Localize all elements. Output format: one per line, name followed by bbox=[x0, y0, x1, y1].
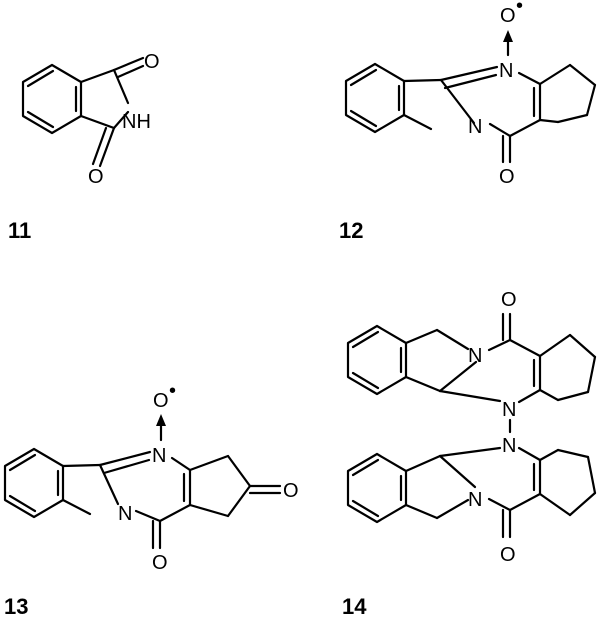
compound-label-11: 11 bbox=[8, 218, 31, 243]
atom-n-oxide: N bbox=[152, 445, 166, 467]
atom-n-bridge: N bbox=[468, 116, 482, 138]
lower-atom-n-link: N bbox=[502, 435, 516, 457]
radical-dot: • bbox=[169, 380, 176, 402]
benzene-ring bbox=[21, 63, 83, 135]
structure-13: O • N N O O bbox=[3, 380, 299, 574]
imide-ring bbox=[79, 56, 145, 168]
atom-o-ketone: O bbox=[283, 480, 299, 502]
radical-dot: • bbox=[516, 0, 523, 17]
upper-atom-n-bridge: N bbox=[468, 345, 482, 367]
lower-fused-rings bbox=[404, 446, 597, 539]
upper-atom-o-carbonyl: O bbox=[501, 289, 517, 311]
atom-o-bottom: O bbox=[88, 166, 104, 188]
upper-fused-rings bbox=[404, 312, 597, 404]
atom-n-bridge: N bbox=[118, 503, 132, 525]
atom-o-oxide: O bbox=[153, 390, 169, 412]
atom-n-oxide: N bbox=[499, 60, 513, 82]
fused-ring-skeleton bbox=[61, 414, 282, 550]
structure-11: O NH O bbox=[21, 51, 160, 188]
compound-label-14: 14 bbox=[342, 594, 367, 619]
benzene-ring bbox=[344, 62, 406, 134]
structure-12: O • N N O bbox=[344, 0, 597, 188]
lower-benzene-ring bbox=[346, 452, 408, 524]
atom-nh: NH bbox=[122, 111, 151, 133]
atom-o-carbonyl: O bbox=[499, 166, 515, 188]
atom-o-top: O bbox=[144, 51, 160, 73]
atom-o-carbonyl: O bbox=[152, 552, 168, 574]
atom-o-oxide: O bbox=[500, 5, 516, 27]
fused-ring-skeleton bbox=[402, 30, 597, 164]
upper-benzene-ring bbox=[346, 324, 408, 396]
compound-label-13: 13 bbox=[4, 594, 28, 619]
benzene-ring bbox=[3, 447, 65, 519]
compound-label-12: 12 bbox=[339, 218, 363, 243]
lower-atom-n-bridge: N bbox=[468, 489, 482, 511]
structure-14: O N N N N O bbox=[346, 289, 597, 566]
upper-atom-n-link: N bbox=[502, 399, 516, 421]
lower-atom-o-carbonyl: O bbox=[500, 544, 516, 566]
